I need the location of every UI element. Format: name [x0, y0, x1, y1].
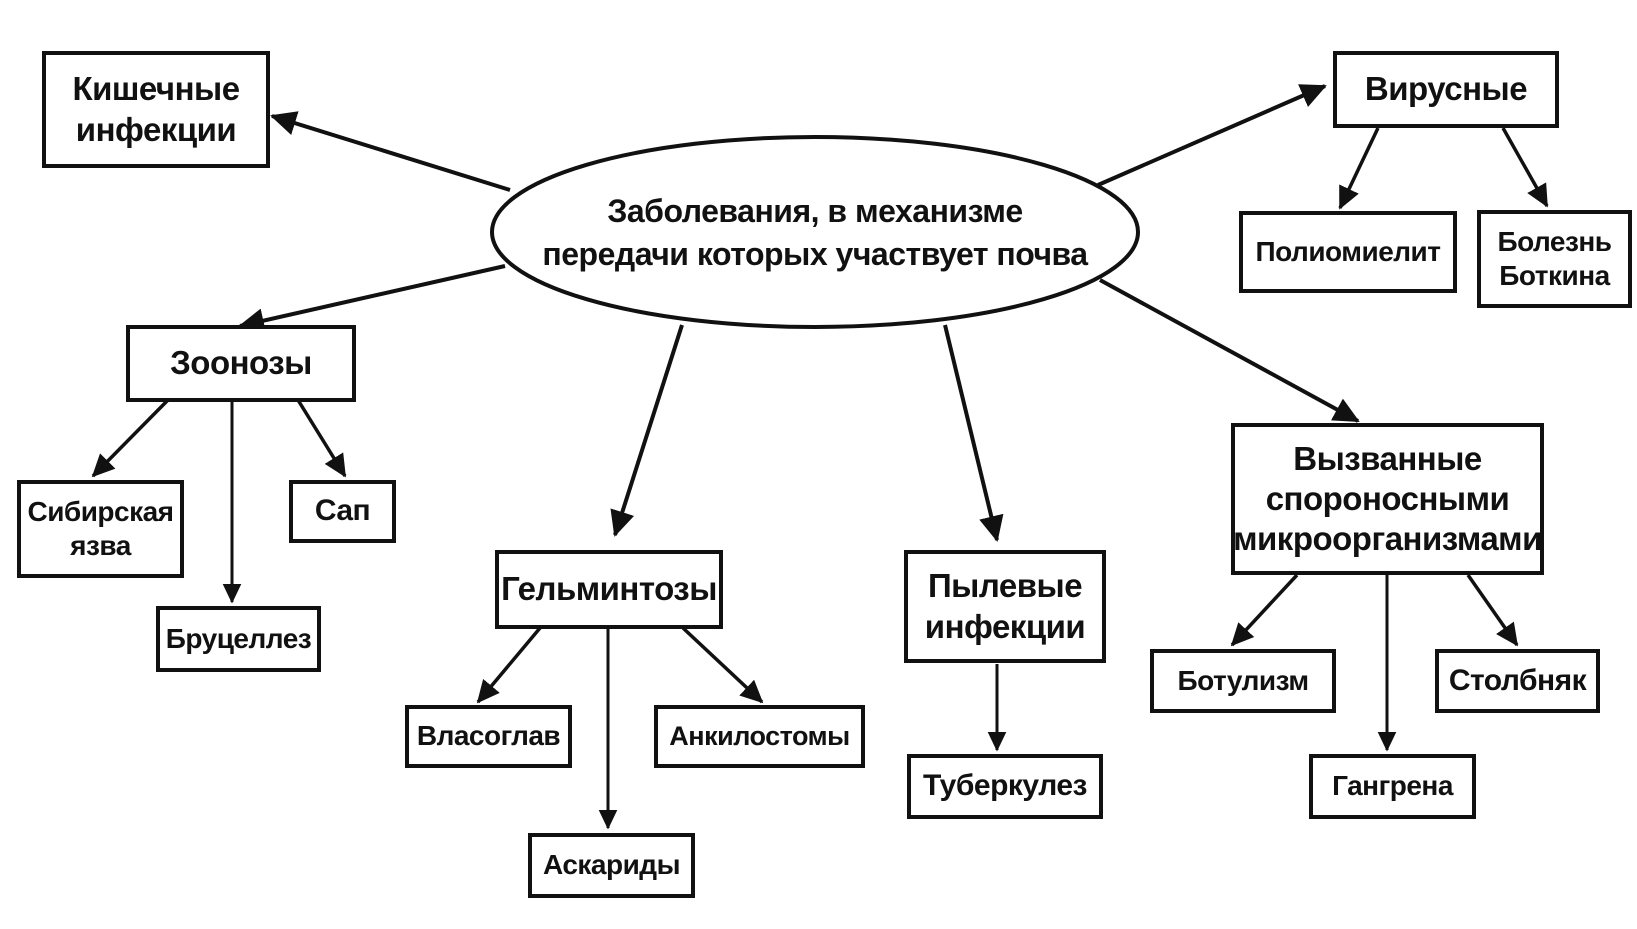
box-viral: Вирусные [1333, 51, 1559, 128]
box-zoonoses: Зоонозы [126, 325, 356, 402]
box-botulism: Ботулизм [1150, 649, 1336, 713]
hookworm-label: Анкилостомы [669, 721, 850, 752]
box-anthrax: Сибирская язва [17, 480, 184, 578]
arrow-to-botulism [1230, 573, 1299, 647]
central-concept: Заболевания, в механизме передачи которы… [490, 168, 1140, 298]
arrow-to-sporeforming [1099, 278, 1360, 423]
tuberculosis-label: Туберкулез [923, 769, 1087, 803]
central-ellipse [490, 135, 1140, 329]
box-dust-infections: Пылевые инфекции [904, 550, 1106, 663]
zoonoses-label: Зоонозы [170, 344, 312, 382]
box-sporeforming: Вызванные спороносными микроорганизмами [1231, 423, 1544, 575]
box-tetanus: Столбняк [1435, 649, 1600, 713]
tetanus-label: Столбняк [1448, 663, 1587, 697]
glanders-label: Сап [314, 494, 371, 528]
botkin-disease-label: Болезнь Боткина [1497, 225, 1612, 291]
arrow-to-viral [1097, 84, 1327, 187]
dust-infections-label: Пылевые инфекции [924, 567, 1086, 645]
whipworm-label: Власоглав [416, 720, 561, 752]
arrow-to-botkin [1501, 127, 1549, 208]
box-intestinal-infections: Кишечные инфекции [42, 51, 270, 168]
anthrax-label: Сибирская язва [27, 495, 174, 561]
arrow-to-anthrax [91, 398, 170, 478]
box-tuberculosis: Туберкулез [907, 754, 1103, 819]
sporeforming-label: Вызванные спороносными микроорганизмами [1233, 439, 1542, 558]
arrow-to-glanders [296, 399, 347, 478]
arrow-to-whipworm [476, 626, 542, 704]
box-botkin-disease: Болезнь Боткина [1477, 210, 1632, 308]
ascarids-label: Аскариды [542, 849, 681, 881]
arrow-to-dust [943, 324, 1004, 542]
polio-label: Полиомиелит [1255, 235, 1441, 267]
box-hookworm: Анкилостомы [654, 705, 865, 768]
gangrene-label: Гангрена [1332, 770, 1453, 802]
box-brucellosis: Бруцеллез [156, 606, 321, 672]
box-whipworm: Власоглав [405, 705, 572, 768]
arrow-to-tetanus [1466, 573, 1519, 647]
arrow-to-intestinal [270, 111, 511, 192]
arrow-to-helminths [610, 324, 684, 537]
box-gangrene: Гангрена [1309, 754, 1476, 819]
central-concept-text: Заболевания, в механизме передачи которы… [542, 192, 1088, 272]
brucellosis-label: Бруцеллез [165, 622, 312, 654]
arrow-to-hookworm [681, 626, 764, 704]
arrow-to-polio [1338, 127, 1380, 210]
viral-label: Вирусные [1364, 70, 1528, 108]
intestinal-infections-label: Кишечные инфекции [72, 70, 240, 148]
box-polio: Полиомиелит [1239, 211, 1457, 293]
box-ascarids: Аскариды [528, 833, 695, 898]
helminthiases-label: Гельминтозы [501, 570, 717, 608]
box-helminthiases: Гельминтозы [495, 550, 723, 629]
arrow-to-zoonoses [238, 264, 506, 333]
box-glanders: Сап [289, 480, 396, 543]
botulism-label: Ботулизм [1177, 664, 1309, 696]
